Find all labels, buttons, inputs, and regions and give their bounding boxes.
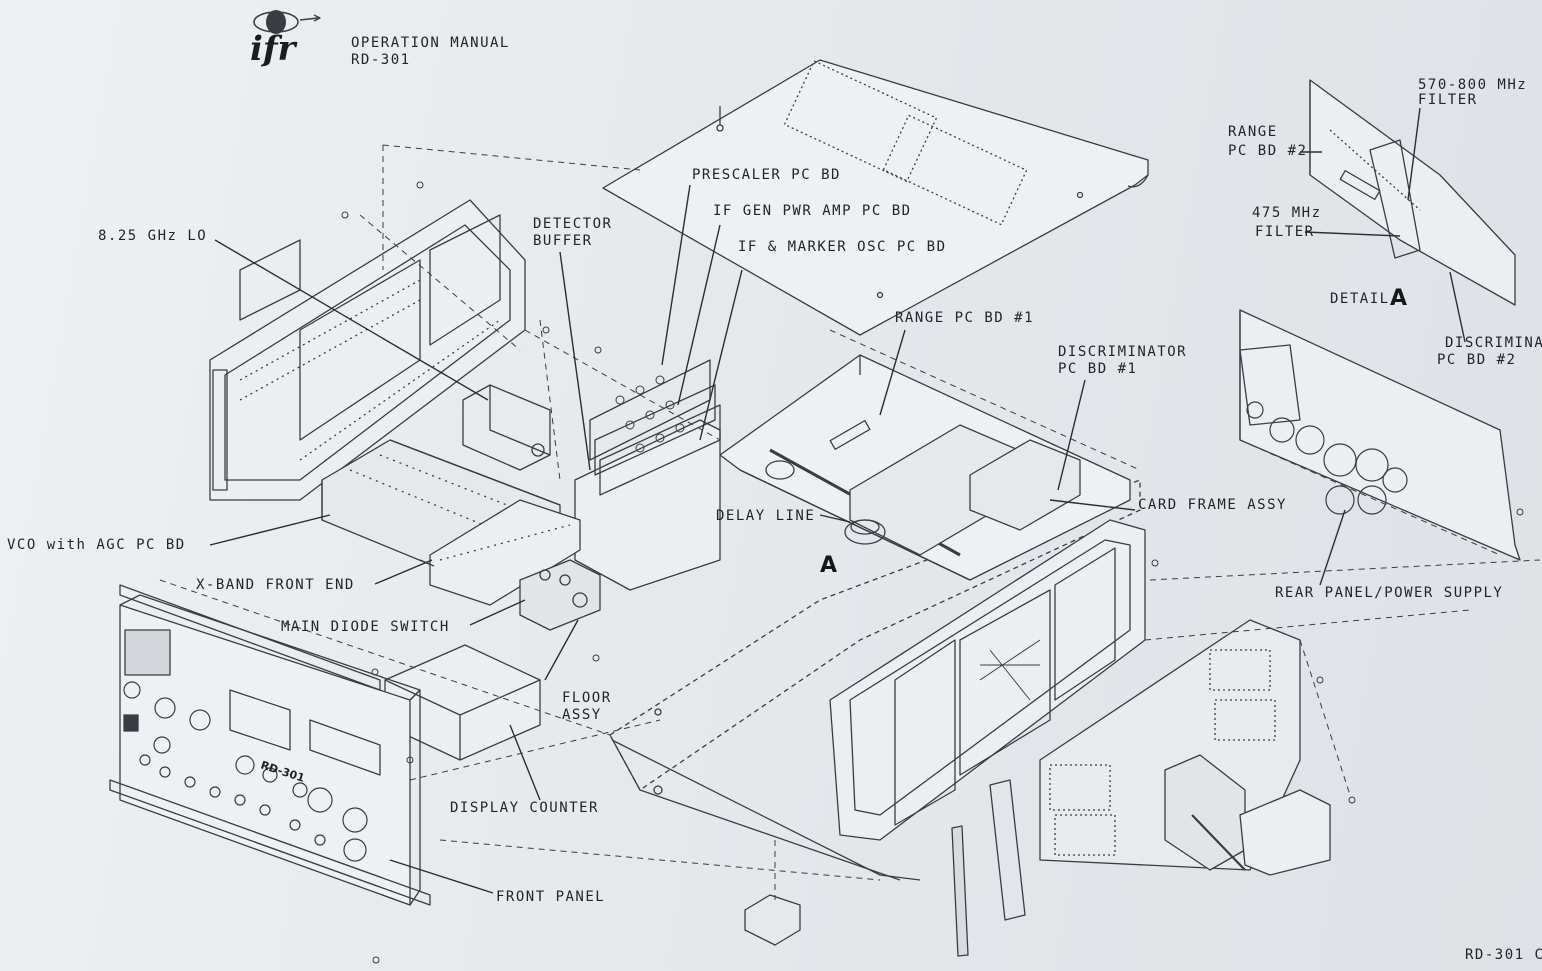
label-rear-panel: REAR PANEL/POWER SUPPLY [1275,585,1504,601]
discriminator-board-1 [969,439,1081,531]
label-prescaler: PRESCALER PC BD [692,167,841,183]
leader-lines [209,107,1466,894]
label-if-gen: IF GEN PWR AMP PC BD [713,203,912,219]
label-discriminator2-line1: DISCRIMINATOR [1445,335,1542,351]
floor-plate [609,479,1141,881]
label-display-counter: DISPLAY COUNTER [450,800,599,816]
label-vco: VCO with AGC PC BD [7,537,186,553]
label-range2-line2: PC BD #2 [1228,143,1308,159]
label-floor-line1: FLOOR [562,690,612,706]
label-front-panel: FRONT PANEL [496,889,606,905]
label-lo: 8.25 GHz LO [98,228,208,244]
logo-lettering: ifr [250,29,298,69]
label-discriminator2-line2: PC BD #2 [1437,352,1517,368]
ifr-logo: ifr [250,10,321,69]
label-filter475-line1: 475 MHz [1252,205,1322,221]
lo-module [462,384,551,471]
display-counter-module [384,644,541,761]
label-discriminator1-line1: DISCRIMINATOR [1058,344,1188,360]
manual-model: RD-301 [351,52,411,68]
screws [341,181,1524,964]
footer-partial: RD-301 C [1465,947,1542,963]
label-range1: RANGE PC BD #1 [895,310,1035,326]
label-detail-title: DETAIL [1330,291,1390,307]
rear-panel [1239,309,1521,561]
label-filter570-line2: FILTER [1418,92,1478,108]
label-range2-line1: RANGE [1228,124,1278,140]
detail-a-marker: A [820,553,838,578]
label-detector-line1: DETECTOR [533,216,613,232]
connector-parts [744,754,1331,957]
label-detail-letter: A [1390,286,1408,311]
label-main-diode: MAIN DIODE SWITCH [281,619,450,635]
label-filter570-line1: 570-800 MHz [1418,77,1528,93]
xband-module [419,499,581,606]
label-filter475-line2: FILTER [1255,224,1315,240]
label-detector-line2: BUFFER [533,233,593,249]
pcb-stack [574,359,721,591]
front-panel-assembly: RD-301 [109,584,431,906]
diode-switch [519,559,601,631]
label-card-frame: CARD FRAME ASSY [1138,497,1287,513]
label-discriminator1-line2: PC BD #1 [1058,361,1138,377]
detail-a-board [1309,79,1516,306]
assembly-lines [159,144,1541,900]
label-if-marker: IF & MARKER OSC PC BD [738,239,947,255]
label-delay-line: DELAY LINE [716,508,816,524]
top-cover [602,59,1149,336]
label-floor-line2: ASSY [562,707,602,723]
manual-title: OPERATION MANUAL [351,35,510,51]
label-xband: X-BAND FRONT END [196,577,355,593]
delay-line [844,519,886,545]
